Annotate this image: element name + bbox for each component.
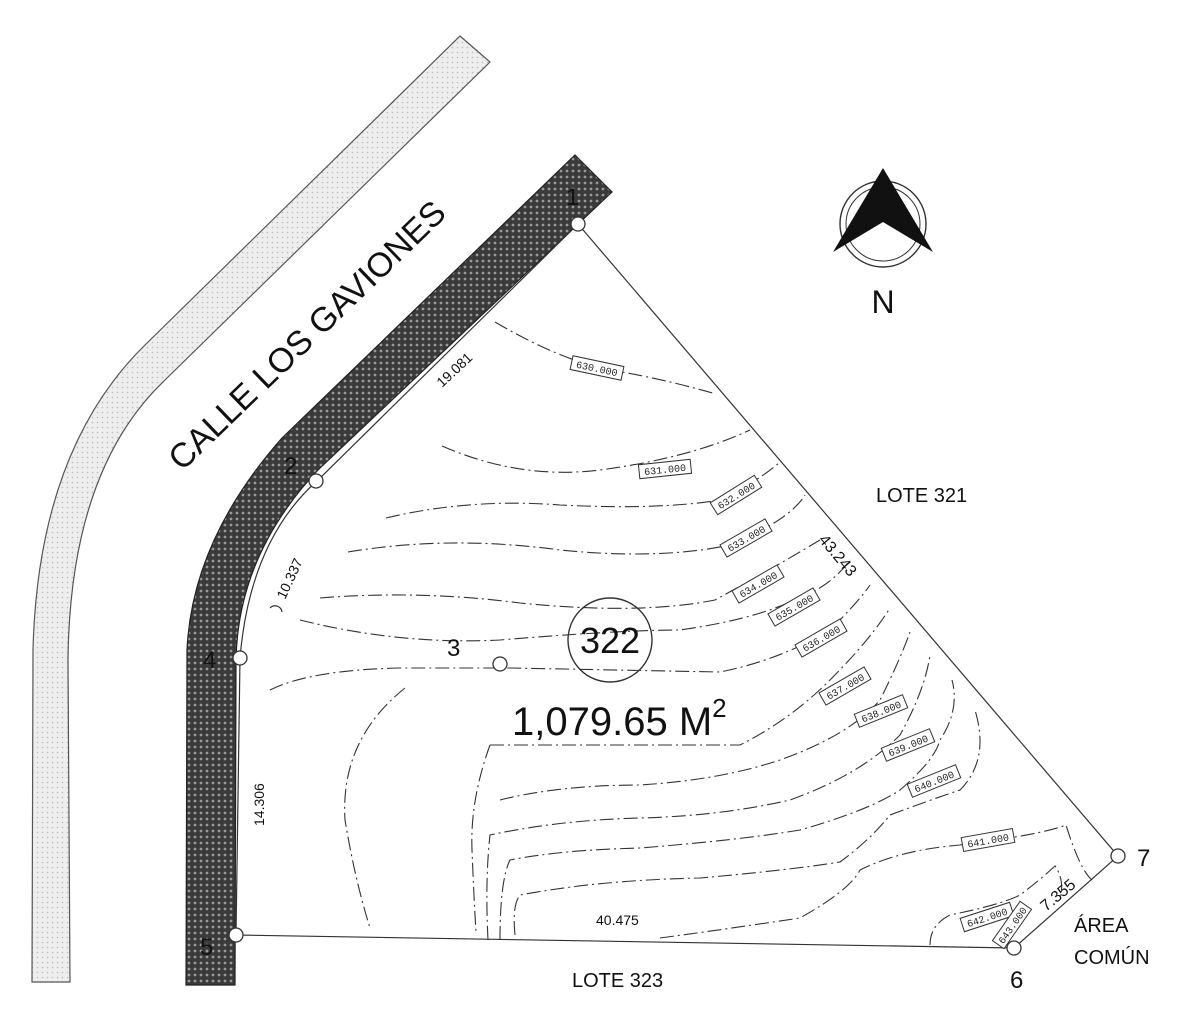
contour-line-636 (269, 584, 871, 691)
side-measurements: 19.081 10.337 14.306 40.475 7.355 43.243 (251, 349, 1079, 928)
lot-boundary (235, 223, 1119, 949)
contour-line-644 (929, 865, 1063, 946)
lot-number: 322 (580, 620, 640, 661)
lot-number-circle (567, 597, 653, 683)
vertex-labels: 1 2 3 4 5 6 7 (200, 184, 1150, 994)
sidewalk-band (185, 154, 613, 986)
measure-side-5-6: 40.475 (596, 912, 639, 928)
north-label: N (871, 284, 894, 320)
vertex-label-6: 6 (1010, 967, 1023, 994)
contour-tag-631: 631.000 (637, 458, 693, 480)
contour-line-642 (513, 709, 981, 936)
vertex-marker-7 (1110, 848, 1126, 864)
contour-tag-636: 636.000 (794, 618, 848, 658)
vertex-label-5: 5 (200, 934, 213, 961)
vertex-markers (228, 216, 1126, 956)
vertex-label-7: 7 (1137, 845, 1150, 872)
contour-lines (269, 321, 1093, 946)
lot-area-superscript: 2 (712, 693, 726, 723)
vertex-marker-5 (228, 927, 244, 943)
vertex-label-3: 3 (447, 635, 460, 662)
measure-side-2-4: 10.337 (273, 556, 306, 602)
contour-line-633 (347, 494, 806, 555)
common-area-label-line1: ÁREA (1074, 914, 1129, 937)
contour-line-630 (494, 321, 717, 395)
vertex-marker-3 (492, 656, 508, 672)
contour-line-637 (344, 687, 406, 929)
contour-line-639 (499, 631, 911, 801)
vertex-marker-1 (570, 216, 586, 232)
contour-line-643 (659, 824, 1093, 939)
contour-line-637b (471, 744, 491, 933)
svg-text:631.000: 631.000 (644, 464, 687, 479)
contour-line-640 (486, 654, 931, 941)
contour-tag-640: 640.000 (906, 764, 962, 798)
contour-line-638 (490, 607, 891, 746)
vertex-marker-2 (308, 473, 324, 489)
contour-tag-630: 630.000 (569, 355, 625, 381)
lot-area: 1,079.65 M2 (512, 693, 727, 744)
contour-tag-641: 641.000 (960, 828, 1016, 852)
north-arrow-icon (833, 168, 933, 268)
vertex-label-2: 2 (284, 453, 297, 480)
contour-line-635 (299, 559, 851, 642)
contour-line-631 (441, 429, 751, 473)
contour-tag-637: 637.000 (818, 666, 872, 706)
contour-line-641 (499, 679, 955, 941)
vertex-label-4: 4 (203, 647, 216, 674)
vertex-marker-4 (232, 650, 248, 666)
contour-tag-634: 634.000 (731, 564, 785, 604)
contour-tag-638: 638.000 (853, 694, 909, 728)
contour-tag-632: 632.000 (709, 474, 763, 516)
vertex-label-1: 1 (566, 184, 579, 211)
contour-tag-633: 633.000 (719, 518, 773, 558)
lot-area-value: 1,079.65 M (512, 700, 712, 744)
arc-marker (269, 605, 283, 613)
street-band (31, 35, 491, 983)
vertex-marker-6 (1006, 940, 1022, 956)
neighbor-lot-321: LOTE 321 (876, 485, 967, 507)
measure-side-4-5: 14.306 (251, 783, 267, 826)
contour-tag-639: 639.000 (880, 728, 936, 762)
common-area-label-line2: COMÚN (1074, 946, 1150, 969)
measure-side-1-7: 43.243 (815, 532, 860, 580)
neighbor-lot-323: LOTE 323 (572, 970, 663, 992)
